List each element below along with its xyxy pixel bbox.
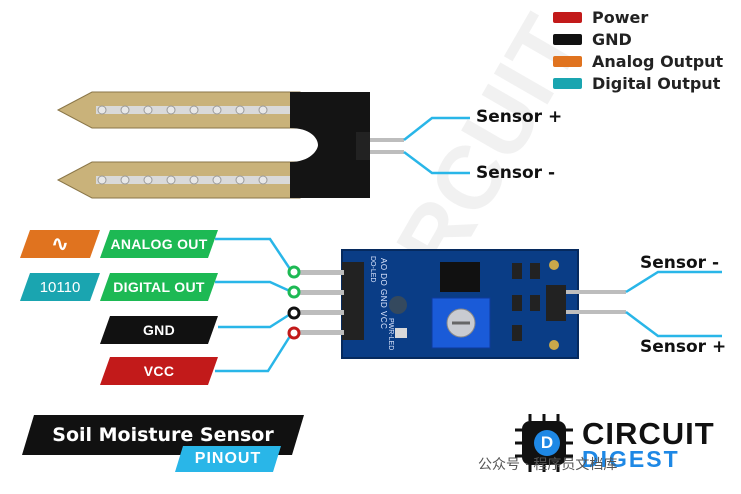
diagram-subtitle: PINOUT [175,446,281,472]
legend-label: Analog Output [592,51,724,71]
module-sensor-minus-label: Sensor - [640,253,720,273]
brand-name-digest: DIGEST [582,446,680,472]
legend-swatch [553,77,582,89]
brand-block: D CIRCUIT DIGEST [520,412,730,482]
analog-wave-icon: ∿ [20,230,100,258]
brand-name-circuit: CIRCUIT [582,416,715,451]
legend-label: Power [592,7,649,27]
pin-label-analog-out: ANALOG OUT [100,230,218,258]
module-sensor-lines [625,270,722,338]
pin-label-gnd: GND [100,316,218,344]
board-silkscreen: DO-LED AO DO GND VCC [368,256,388,350]
pin-label-digital-out: DIGITAL OUT [100,273,218,301]
legend-label: GND [592,29,632,49]
watermark-caption: 公众号 · 程序员文档库 [478,457,618,473]
legend: Power GND Analog Output Digital Output [553,6,738,94]
silkscreen-top: DO-LED [369,256,376,283]
digital-bits-icon: 10110 [20,273,100,301]
legend-item-digital-output: Digital Output [553,72,738,94]
comparator-module [300,249,626,359]
silkscreen-bottom: PWR-LED [387,318,394,351]
pin-do-marker [287,285,301,299]
probe-sensor-plus-label: Sensor + [476,107,563,127]
legend-item-gnd: GND [553,28,738,50]
pin-ao-marker [287,265,301,279]
probe-sensor-minus-label: Sensor - [476,163,556,183]
pin-label-vcc: VCC [100,357,218,385]
soil-probe [56,91,404,199]
pin-gnd-marker [287,306,301,320]
pin-vcc-marker [287,326,301,340]
legend-label: Digital Output [592,73,721,93]
legend-swatch [553,33,582,45]
legend-swatch [553,55,582,67]
legend-swatch [553,11,582,23]
module-sensor-plus-label: Sensor + [640,337,727,357]
pin-lines [215,237,294,373]
brand-logo-letter: D [534,430,560,456]
probe-lines [403,116,470,175]
legend-item-analog-output: Analog Output [553,50,738,72]
legend-item-power: Power [553,6,738,28]
